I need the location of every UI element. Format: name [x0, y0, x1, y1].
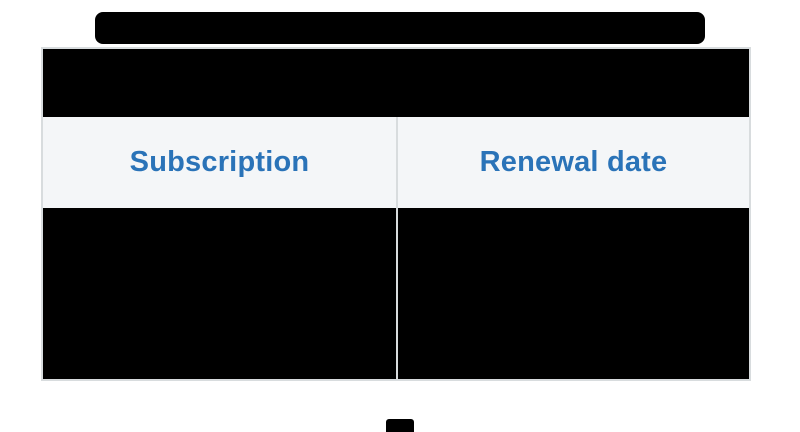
redacted-table-title-band	[43, 49, 749, 117]
column-header-renewal-date: Renewal date	[398, 117, 749, 208]
subscription-table: Subscription Renewal date	[41, 47, 751, 381]
column-divider	[396, 208, 398, 379]
column-header-subscription: Subscription	[43, 117, 396, 208]
column-header-renewal-date-label: Renewal date	[479, 146, 668, 178]
table-column-header-row: Subscription Renewal date	[43, 117, 749, 208]
redacted-cell-renewal-date	[398, 208, 749, 379]
redacted-cell-subscription	[43, 208, 396, 379]
redacted-footer-chip	[386, 419, 414, 432]
table-body-row	[43, 208, 749, 379]
column-header-subscription-label: Subscription	[129, 146, 310, 178]
column-divider	[396, 117, 398, 208]
redacted-title-bar	[95, 12, 705, 44]
